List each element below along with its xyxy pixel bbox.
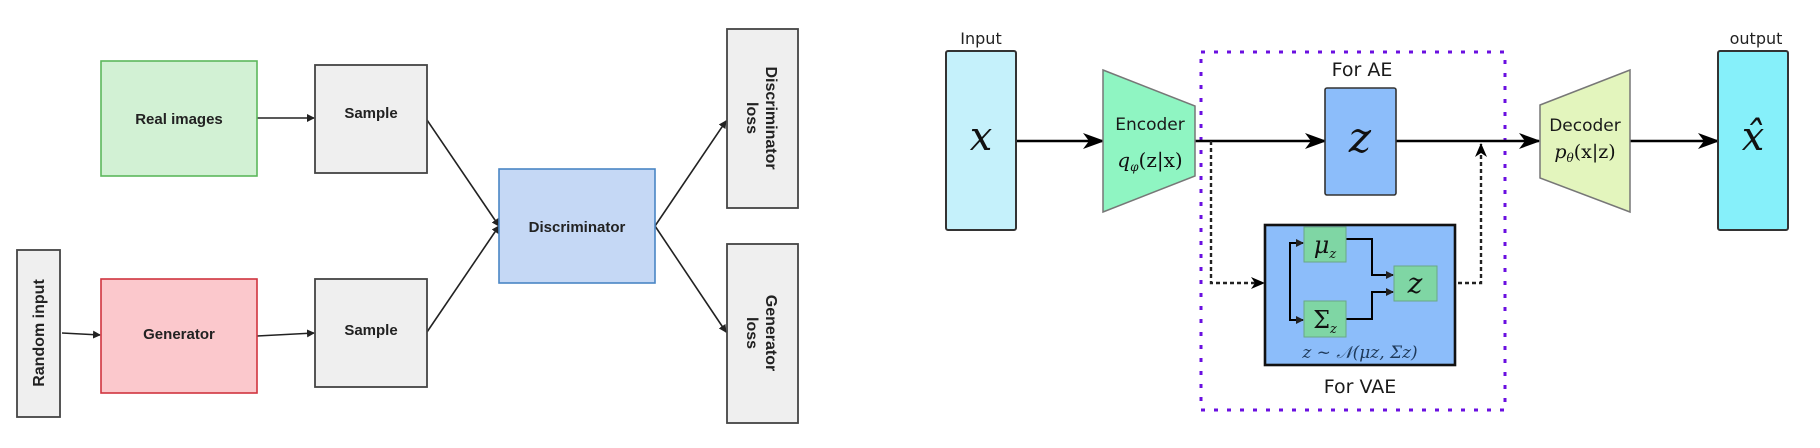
vae-sampling-formula: z ~ 𝒩(μz, Σz) [1301,343,1417,363]
generator-loss-node: Generator loss [726,243,799,424]
discriminator-node: Discriminator [498,168,656,284]
edge-discriminator-to-gen-loss [654,225,727,333]
edge-sample-top-to-discriminator [426,119,500,227]
vae-block: μz Σz z z ~ 𝒩(μz, Σz) [1263,223,1457,367]
vae-z-symbol: z [1407,267,1423,300]
vae-region-label: For VAE [1324,376,1397,398]
edge-sample-bottom-to-discriminator [426,225,500,333]
sample-top-label: Sample [344,105,397,122]
decoder-node: Decoder pθ(x|z) [1539,68,1631,214]
ae-region-border [1199,50,1507,412]
edge-discriminator-to-disc-loss [654,120,727,227]
input-caption: Input [960,29,1001,48]
mu-z-symbol: μz [1314,231,1337,262]
generator-label: Generator [143,326,215,343]
decoder-formula: pθ(x|z) [1554,141,1615,165]
decoder-label: Decoder [1549,116,1621,136]
encoder-formula: qφ(z|x) [1117,148,1182,174]
discriminator-loss-label-line1: Discriminator [762,66,779,169]
edge-generator-to-sample [256,329,315,338]
latent-z-node: z [1324,87,1397,196]
real-images-label: Real images [135,111,223,128]
sigma-z-symbol: Σz [1313,306,1337,337]
output-caption: output [1730,29,1783,48]
output-symbol: x̂ [1742,114,1765,160]
real-images-node: Real images [100,60,258,177]
gan-diagram: Real images Sample Random input Generato… [16,28,799,424]
vae-diagram: For AE For VAE Input x Encoder qφ(z|x) z [945,29,1789,412]
generator-loss-label-line1: Generator [762,295,779,371]
vae-mu-to-z-line [1346,238,1394,279]
edge-random-to-generator [61,330,101,339]
encoder-node: Encoder qφ(z|x) [1102,68,1196,214]
sample-top-node: Sample [314,64,428,174]
vae-split-line-mu [1289,239,1304,283]
input-symbol: x [970,114,993,160]
latent-z-symbol: z [1348,113,1372,162]
edge-encoder-to-vae-dashed [1209,141,1265,289]
sample-bottom-label: Sample [344,322,397,339]
output-node: x̂ [1717,50,1789,231]
input-node: x [945,50,1017,231]
discriminator-loss-label-line2: loss [743,102,760,134]
vae-sigma-to-z-line [1346,288,1394,320]
vae-split-line-sigma [1289,283,1304,324]
encoder-label: Encoder [1115,115,1185,135]
random-input-node: Random input [16,249,61,418]
sample-bottom-node: Sample [314,278,428,388]
discriminator-label: Discriminator [529,219,626,236]
generator-loss-label-line2: loss [743,317,760,349]
ae-region-label: For AE [1332,59,1393,81]
generator-node: Generator [100,278,258,394]
random-input-label: Random input [31,279,48,387]
discriminator-loss-node: Discriminator loss [726,28,799,209]
